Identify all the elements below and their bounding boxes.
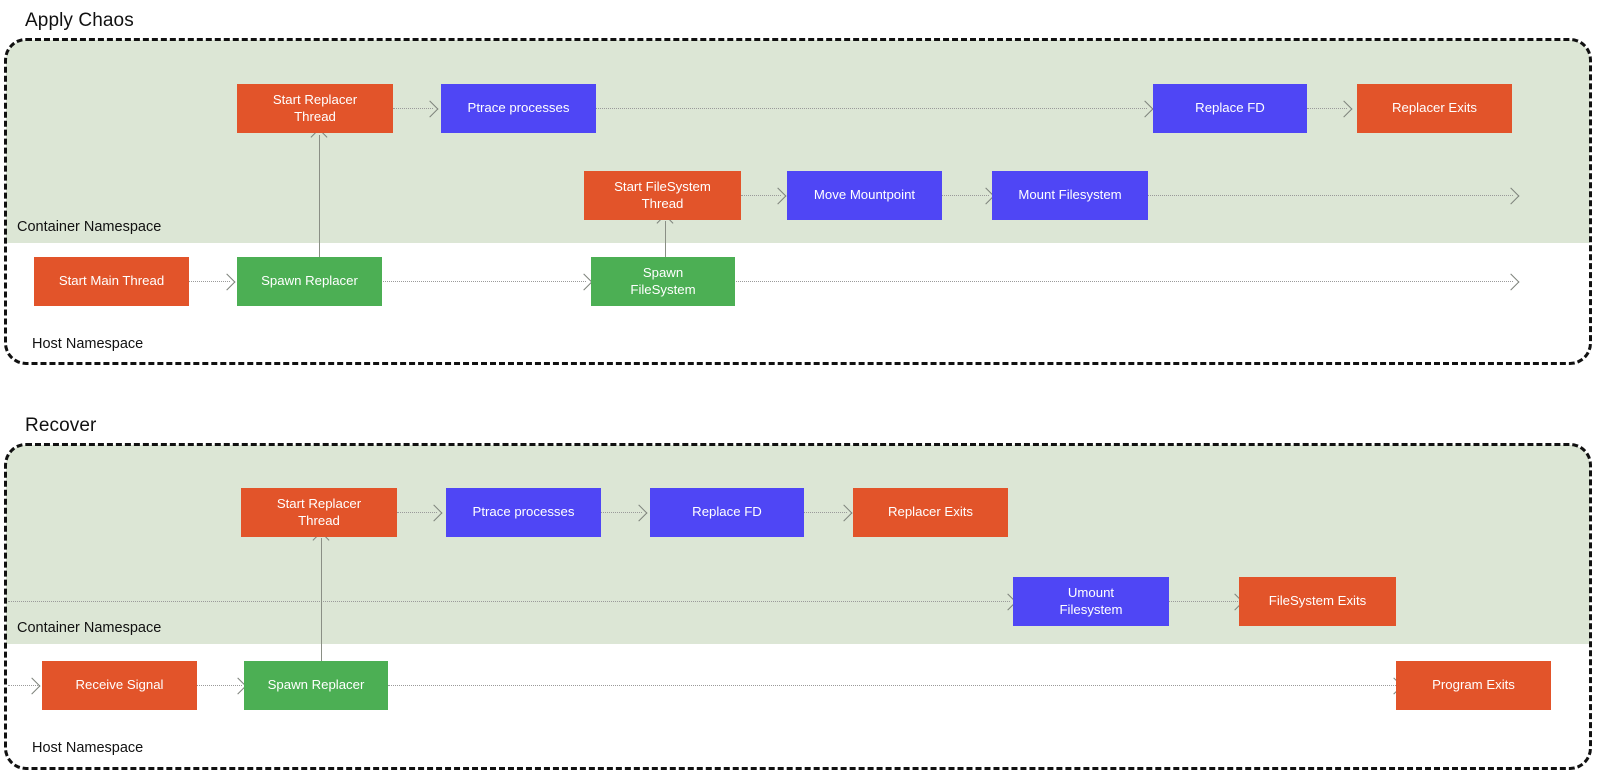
edge-mount-fs-to-end: [1147, 195, 1513, 196]
node-replace-fd[interactable]: Replace FD: [1153, 84, 1307, 133]
node-spawn-filesystem[interactable]: Spawn FileSystem: [591, 257, 735, 306]
edge-spawn-filesystem-to-start-fs-thread: [665, 221, 666, 257]
node-r-umount-filesystem[interactable]: Umount Filesystem: [1013, 577, 1169, 626]
edge-spawn-replacer-to-start-replacer-thread: [319, 135, 320, 257]
node-replacer-exits[interactable]: Replacer Exits: [1357, 84, 1512, 133]
section-title-apply-chaos: Apply Chaos: [25, 10, 134, 31]
node-r-spawn-replacer[interactable]: Spawn Replacer: [244, 661, 388, 710]
edge-main-lane-end: [734, 281, 1513, 282]
host-namespace-label-recover: Host Namespace: [32, 740, 144, 756]
node-start-replacer-thread[interactable]: Start Replacer Thread: [237, 84, 393, 133]
edge-spawn-replacer-to-spawn-filesystem: [381, 281, 586, 282]
container-namespace-label-chaos: Container Namespace: [17, 219, 162, 235]
edge-r-spawn-replacer-to-program-exits: [388, 685, 1396, 686]
node-r-replacer-exits[interactable]: Replacer Exits: [853, 488, 1008, 537]
node-ptrace-processes[interactable]: Ptrace processes: [441, 84, 596, 133]
edge-r-receive-signal-to-spawn-replacer: [197, 685, 242, 686]
edge-replace-fd-to-replacer-exits: [1307, 108, 1347, 109]
edge-r-ptrace-to-replace-fd: [601, 512, 642, 513]
node-r-program-exits[interactable]: Program Exits: [1396, 661, 1551, 710]
edge-r-lane-start-to-receive-signal: [8, 685, 40, 686]
node-r-replace-fd[interactable]: Replace FD: [650, 488, 804, 537]
namespace-boundary-recover: [4, 443, 1592, 770]
edge-move-mountpoint-to-mount-fs: [941, 195, 989, 196]
edge-start-replacer-to-ptrace: [393, 108, 433, 109]
node-spawn-replacer[interactable]: Spawn Replacer: [237, 257, 382, 306]
container-namespace-label-recover: Container Namespace: [17, 620, 162, 636]
node-mount-filesystem[interactable]: Mount Filesystem: [992, 171, 1148, 220]
node-r-ptrace-processes[interactable]: Ptrace processes: [446, 488, 601, 537]
node-start-main-thread[interactable]: Start Main Thread: [34, 257, 189, 306]
edge-ptrace-to-replace-fd: [596, 108, 1147, 109]
edge-main-thread-to-spawn-replacer: [188, 281, 230, 282]
edge-fs-thread-to-move-mountpoint: [741, 195, 781, 196]
edge-r-replace-fd-to-replacer-exits: [804, 512, 847, 513]
node-r-receive-signal[interactable]: Receive Signal: [42, 661, 197, 710]
node-start-filesystem-thread[interactable]: Start FileSystem Thread: [584, 171, 741, 220]
host-namespace-label-chaos: Host Namespace: [32, 336, 144, 352]
edge-r-filesystem-lane-to-umount: [8, 601, 1010, 602]
namespace-boundary-chaos: [4, 38, 1592, 365]
edge-r-umount-to-filesystem-exits: [1168, 601, 1238, 602]
edge-r-start-replacer-to-ptrace: [397, 512, 437, 513]
node-move-mountpoint[interactable]: Move Mountpoint: [787, 171, 942, 220]
edge-r-spawn-replacer-to-start-replacer-thread: [321, 538, 322, 662]
node-r-start-replacer-thread[interactable]: Start Replacer Thread: [241, 488, 397, 537]
section-title-recover: Recover: [25, 415, 97, 436]
node-r-filesystem-exits[interactable]: FileSystem Exits: [1239, 577, 1396, 626]
